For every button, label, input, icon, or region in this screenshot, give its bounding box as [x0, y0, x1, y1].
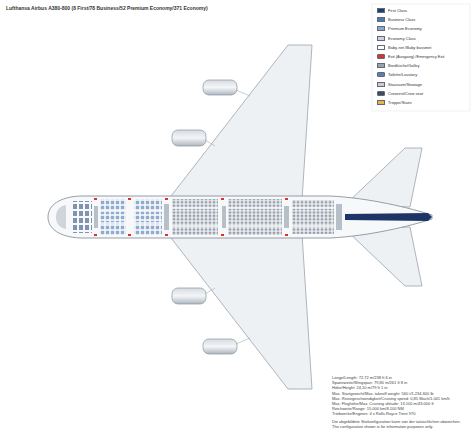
- legend-swatch: [377, 36, 385, 41]
- spec-line: Reichweite/Range: 15.000 km/8.100 NM: [332, 407, 404, 412]
- legend-entry: Business Class: [377, 17, 415, 22]
- legend-swatch: [377, 26, 385, 31]
- legend-text: Economy Class: [388, 36, 416, 41]
- legend-entry: Toilette/Lavatory: [377, 72, 417, 77]
- legend-text: Business Class: [388, 17, 415, 22]
- legend-text: Premium Economy: [388, 26, 422, 31]
- legend-frame: [372, 4, 470, 111]
- spec-line: Länge/Length: 72,72 m/238 ft 6 in: [332, 376, 392, 381]
- legend-entry: Treppe/Stairs: [377, 100, 412, 105]
- legend-text: First Class: [388, 8, 407, 13]
- legend-entry: Stauraum/Stowage: [377, 82, 422, 87]
- cabin: [72, 198, 342, 236]
- legend-text: Treppe/Stairs: [388, 100, 412, 105]
- legend-entry: Economy Class: [377, 36, 416, 41]
- legend-text: Crewrest/Crew seat: [388, 91, 423, 96]
- legend-text: Baby-net /Baby bassinet: [388, 45, 431, 50]
- chart-title: Lufthansa Airbus A380-800 (8 First/78 Bu…: [6, 6, 208, 12]
- footnote: The configuration shown is for informati…: [332, 425, 433, 430]
- legend-entry: Baby-net /Baby bassinet: [377, 45, 431, 50]
- legend-icon: [377, 100, 385, 105]
- legend-entry: Premium Economy: [377, 26, 422, 31]
- spec-line: Max. Reisegeschwindigkeit/Cruising speed…: [332, 397, 450, 402]
- legend-entry: Exit (Ausgang) /Emergency Exit: [377, 54, 444, 59]
- legend-entry: First Class: [377, 8, 407, 13]
- legend-text: Stauraum/Stowage: [388, 82, 422, 87]
- legend-swatch: [377, 17, 385, 22]
- spec-line: Spannweite/Wingspan: 79,80 m/261 ft 8 in: [332, 381, 407, 386]
- legend-text: Bordküche/Galley: [388, 63, 420, 68]
- spec-line: Triebwerke/Engines: 4 x Rolls-Royce Tren…: [332, 412, 415, 417]
- legend-text: Exit (Ausgang) /Emergency Exit: [388, 54, 444, 59]
- cockpit: [56, 205, 66, 229]
- spec-line: Höhe/Height: 24,10 m/79 ft 1 in: [332, 386, 387, 391]
- fuselage: [48, 196, 432, 238]
- legend-entry: Bordküche/Galley: [377, 63, 420, 68]
- legend-icon: [377, 45, 385, 50]
- vertical-fin: [345, 213, 432, 221]
- legend-swatch: [377, 8, 385, 13]
- legend-icon: [377, 91, 385, 96]
- legend-icon: [377, 54, 385, 59]
- legend-icon: [377, 63, 385, 68]
- legend-icon: [377, 72, 385, 77]
- spec-line: Max. Startgewicht/Max. takeoff weight: 5…: [332, 392, 434, 397]
- legend-icon: [377, 82, 385, 87]
- footnote: Die abgebildete Sitzkonfiguration kann v…: [332, 420, 461, 425]
- legend-entry: Crewrest/Crew seat: [377, 91, 423, 96]
- legend-text: Toilette/Lavatory: [388, 72, 417, 77]
- spec-line: Max. Flughöhe/Max. Cruising altitude: 13…: [332, 402, 434, 407]
